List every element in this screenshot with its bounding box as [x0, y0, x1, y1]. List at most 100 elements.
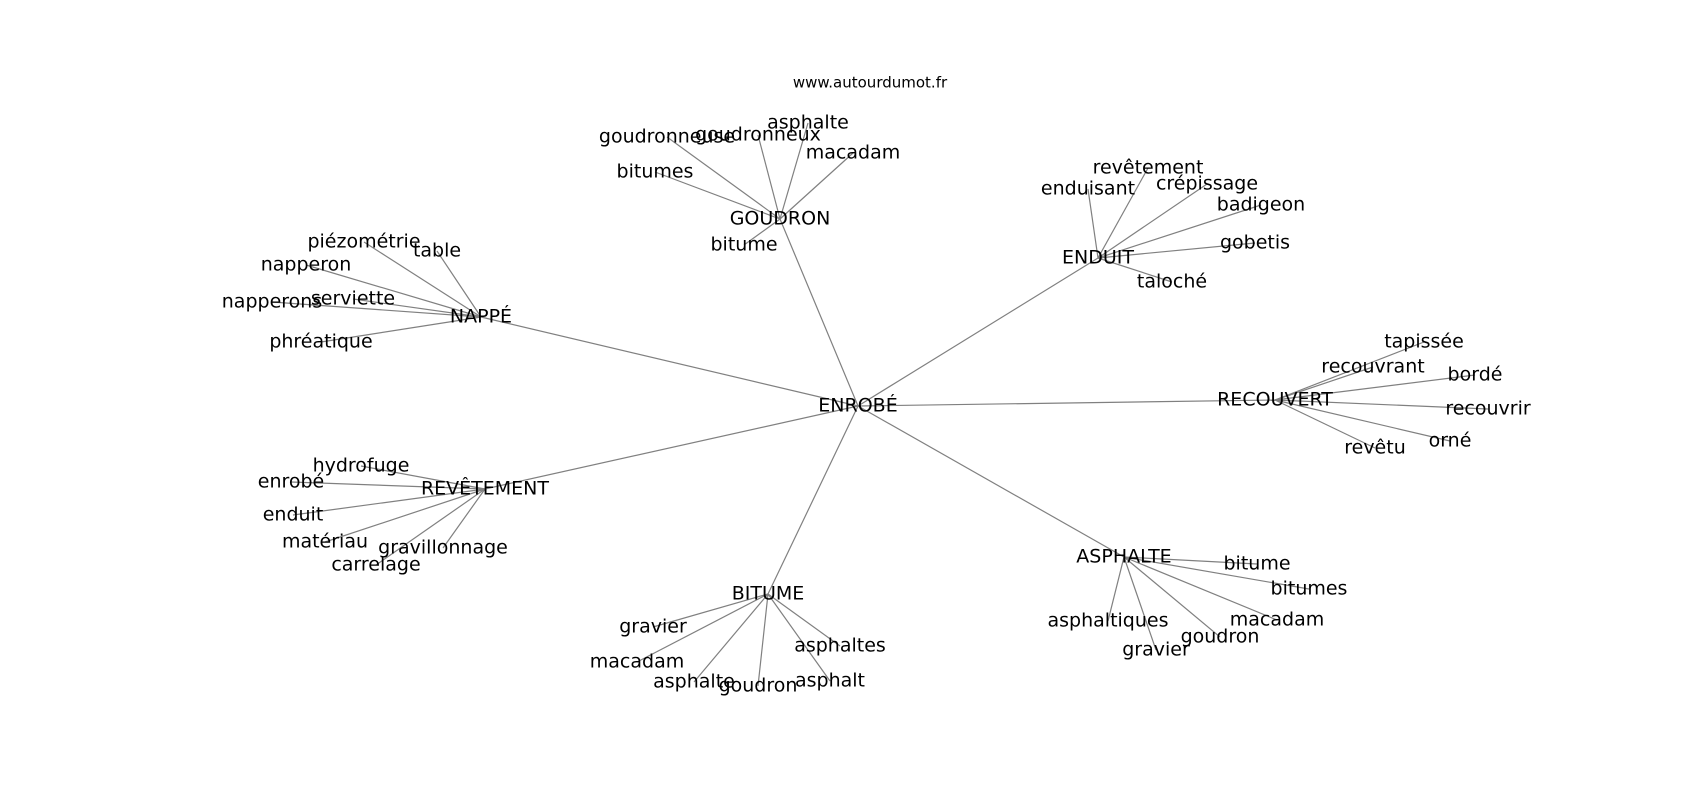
root-node-label: ENROBÉ [818, 394, 897, 417]
leaf-node-label: orné [1429, 430, 1472, 452]
leaf-node-label: napperon [261, 254, 352, 276]
leaf-node-label: bitume [710, 234, 777, 256]
edge-5-3 [1107, 556, 1125, 622]
edge-root-4 [484, 405, 859, 490]
leaf-node-label: asphaltiques [1048, 610, 1169, 632]
leaf-node-label: bitumes [1271, 578, 1348, 600]
leaf-node-label: gobetis [1220, 232, 1290, 254]
leaf-node-label: recouvrant [1321, 356, 1424, 378]
edge-root-0 [779, 218, 859, 407]
edge-6-0 [652, 593, 769, 628]
leaf-node-label: bitumes [617, 161, 694, 183]
hub-node-label: BITUME [732, 583, 805, 605]
edge-3-3 [1274, 399, 1489, 410]
leaf-node-label: gravier [619, 616, 687, 638]
edge-6-5 [767, 593, 831, 682]
edge-6-1 [636, 593, 769, 663]
edge-1-0 [1097, 167, 1149, 259]
edge-2-5 [320, 316, 482, 343]
edge-4-5 [375, 488, 486, 566]
leaf-node-label: enduisant [1041, 178, 1135, 200]
edge-4-3 [324, 488, 486, 543]
leaf-node-label: tapissée [1384, 331, 1464, 353]
leaf-node-label: table [413, 240, 461, 262]
leaf-node-label: asphalte [653, 671, 735, 693]
edge-0-4 [654, 171, 781, 220]
edge-root-1 [857, 257, 1099, 407]
edge-2-2 [305, 264, 482, 318]
edge-3-0 [1274, 341, 1425, 401]
leaf-node-label: taloché [1137, 271, 1207, 293]
edge-3-1 [1274, 366, 1374, 401]
leaf-node-label: gravier [1122, 639, 1190, 661]
edge-6-3 [693, 593, 769, 683]
leaf-node-label: serviette [311, 288, 395, 310]
edge-2-3 [271, 301, 482, 318]
leaf-node-label: goudron [1181, 626, 1260, 648]
leaf-node-label: bordé [1448, 364, 1503, 386]
leaf-node-label: revêtu [1344, 437, 1406, 459]
hub-node-label: RECOUVERT [1217, 389, 1333, 411]
edge-3-4 [1274, 399, 1451, 442]
edge-0-2 [779, 122, 809, 220]
leaf-node-label: piézométrie [307, 231, 420, 253]
leaf-node-label: goudron [719, 675, 798, 697]
edge-root-2 [480, 316, 859, 407]
source-label: www.autourdumot.fr [793, 74, 948, 92]
edge-3-2 [1274, 374, 1476, 401]
leaf-node-label: macadam [806, 142, 900, 164]
edge-1-2 [1097, 183, 1208, 259]
edge-root-3 [857, 399, 1276, 407]
leaf-node-label: matériau [282, 531, 368, 553]
leaf-node-label: carrelage [331, 554, 420, 576]
leaf-node-label: enduit [263, 504, 324, 526]
leaf-node-label: phréatique [269, 331, 372, 353]
edge-1-1 [1087, 188, 1099, 259]
leaf-node-label: macadam [1230, 609, 1324, 631]
leaf-node-label: badigeon [1217, 194, 1305, 216]
edge-4-0 [360, 465, 486, 490]
leaf-node-label: gravillonnage [378, 537, 508, 559]
edge-6-2 [767, 593, 841, 647]
edge-5-4 [1123, 556, 1221, 638]
graph-labels: ENROBÉGOUDRONgoudronneusegoudronneuxasph… [222, 112, 1531, 697]
edge-4-4 [442, 488, 486, 549]
leaf-node-label: napperons [222, 291, 322, 313]
leaf-node-label: asphaltes [794, 635, 886, 657]
leaf-node-label: revêtement [1093, 157, 1204, 179]
edge-5-1 [1123, 556, 1310, 590]
hub-node-label: ENDUIT [1062, 247, 1134, 269]
graph-edges [271, 122, 1489, 687]
edge-1-3 [1097, 204, 1262, 259]
edge-0-0 [666, 136, 781, 220]
leaf-node-label: recouvrir [1445, 398, 1531, 420]
hub-node-label: GOUDRON [730, 208, 831, 230]
edge-2-0 [363, 241, 482, 318]
leaf-node-label: hydrofuge [313, 455, 410, 477]
leaf-node-label: asphalt [795, 670, 865, 692]
edge-0-1 [757, 134, 781, 220]
hub-node-label: REVÊTEMENT [421, 477, 549, 500]
leaf-node-label: goudronneuse [599, 126, 735, 148]
leaf-node-label: enrobé [258, 471, 325, 493]
leaf-node-label: macadam [590, 651, 684, 673]
edge-5-0 [1123, 556, 1258, 565]
edge-2-1 [436, 250, 482, 318]
edge-5-2 [1123, 556, 1278, 621]
leaf-node-label: bitume [1223, 553, 1290, 575]
edge-6-4 [757, 593, 769, 687]
leaf-node-label: crépissage [1156, 173, 1258, 195]
edge-root-5 [857, 405, 1125, 558]
edge-0-5 [743, 218, 781, 246]
hub-node-label: NAPPÉ [450, 305, 512, 328]
edge-1-4 [1097, 242, 1256, 259]
edge-root-6 [767, 405, 859, 595]
edge-0-3 [779, 152, 854, 220]
leaf-node-label: asphalte [767, 112, 849, 134]
edge-1-5 [1097, 257, 1173, 283]
edge-3-5 [1274, 399, 1376, 449]
edge-4-1 [290, 481, 486, 490]
edge-5-5 [1123, 556, 1157, 651]
edge-4-2 [292, 488, 486, 516]
